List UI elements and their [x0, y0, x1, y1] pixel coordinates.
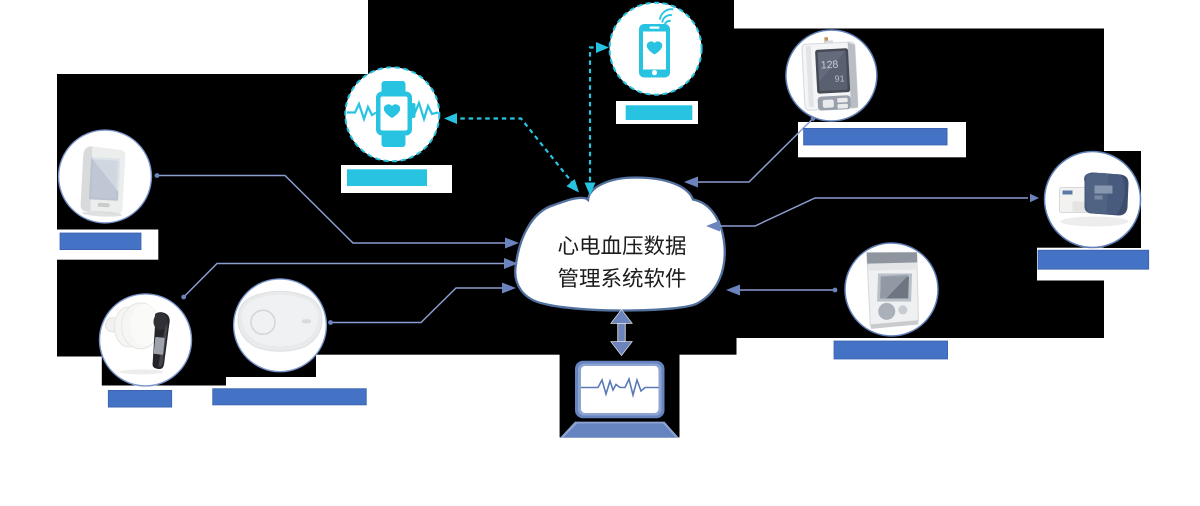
svg-text:91: 91	[834, 73, 845, 84]
svg-text:128: 128	[821, 59, 839, 72]
